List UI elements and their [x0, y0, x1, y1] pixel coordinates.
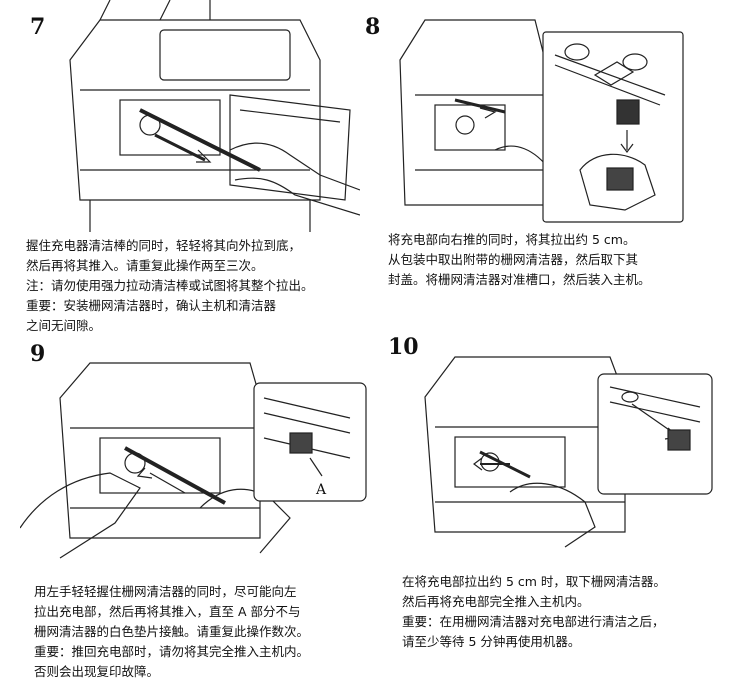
step-9-line-2: 拉出充电部，然后再将其推入，直至 A 部分不与 — [34, 604, 301, 619]
step-10-line-3: 重要：在用栅网清洁器对充电部进行清洁之后， — [402, 614, 665, 629]
step-7-illustration — [60, 0, 360, 232]
step-10-illustration — [410, 352, 720, 552]
step-9-text: 用左手轻轻握住栅网清洁器的同时，尽可能向左 拉出充电部，然后再将其推入，直至 A… — [34, 582, 309, 682]
callout-a-label: A — [316, 482, 327, 498]
step-7-line-1: 握住充电器清洁棒的同时，轻轻将其向外拉到底， — [26, 238, 302, 253]
step-9-number: 9 — [30, 341, 46, 367]
step-9-line-1: 用左手轻轻握住栅网清洁器的同时，尽可能向左 — [34, 584, 297, 599]
step-8-line-2: 从包装中取出附带的栅网清洁器，然后取下其 — [388, 252, 639, 267]
step-9-line-5: 否则会出现复印故障。 — [34, 664, 160, 679]
step-9-line-4: 重要：推回充电部时，请勿将其完全推入主机内。 — [34, 644, 310, 659]
step-7-line-4: 重要：安装栅网清洁器时，确认主机和清洁器 — [26, 298, 277, 313]
step-7-number: 7 — [30, 14, 46, 40]
step-7-text: 握住充电器清洁棒的同时，轻轻将其向外拉到底， 然后再将其推入。请重复此操作两至三… — [26, 236, 314, 336]
step-8-text: 将充电部向右推的同时，将其拉出约 5 cm。 从包装中取出附带的栅网清洁器，然后… — [388, 230, 651, 290]
step-9-line-3: 栅网清洁器的白色垫片接触。请重复此操作数次。 — [34, 624, 310, 639]
step-8-line-1: 将充电部向右推的同时，将其拉出约 5 cm。 — [388, 232, 636, 247]
step-7-line-3: 注：请勿使用强力拉动清洁棒或试图将其整个拉出。 — [26, 278, 314, 293]
step-8-number: 8 — [365, 14, 381, 40]
step-10-line-4: 请至少等待 5 分钟再使用机器。 — [402, 634, 581, 649]
step-8-illustration — [395, 0, 695, 232]
step-10-line-1: 在将充电部拉出约 5 cm 时，取下栅网清洁器。 — [402, 574, 666, 589]
step-9-illustration — [20, 358, 370, 568]
step-10-line-2: 然后再将充电部完全推入主机内。 — [402, 594, 590, 609]
step-10-number: 10 — [388, 334, 419, 360]
step-7-line-5: 之间无间隙。 — [26, 318, 102, 333]
step-10-text: 在将充电部拉出约 5 cm 时，取下栅网清洁器。 然后再将充电部完全推入主机内。… — [402, 572, 666, 652]
step-8-line-3: 封盖。将栅网清洁器对准槽口，然后装入主机。 — [388, 272, 651, 287]
step-7-line-2: 然后再将其推入。请重复此操作两至三次。 — [26, 258, 264, 273]
